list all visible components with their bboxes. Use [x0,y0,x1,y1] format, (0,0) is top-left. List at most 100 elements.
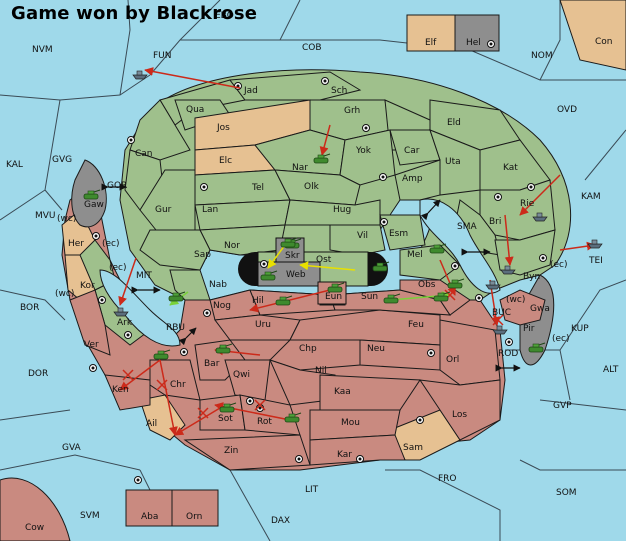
region-label-olk: Olk [304,182,320,192]
region-label-som: SOM [556,488,577,498]
army-unit[interactable] [528,342,546,353]
region-label-gor: GOR [107,181,127,191]
fleet-unit[interactable] [113,307,129,317]
region-label-gvg: GVG [52,155,72,165]
army-unit[interactable] [313,153,331,164]
supply-center-dot [182,350,186,354]
region-label-ovd: OVD [557,105,577,115]
region-label-sam: Sam [403,443,423,453]
region-uta[interactable] [429,129,481,196]
army-unit[interactable] [219,402,237,413]
region-label-bar: Bar [204,359,220,369]
supply-center-dot [262,262,266,266]
supply-center-dot [529,185,533,189]
army-unit[interactable] [215,343,233,354]
army-unit[interactable] [153,349,171,360]
region-hug[interactable] [284,199,381,226]
region-label-ost: Ost [316,255,332,265]
region-label-zin: Zin [224,446,238,456]
supply-centers [89,40,547,484]
region-nor[interactable] [199,224,286,256]
region-yok[interactable] [339,129,396,186]
region-label-sch: Sch [331,86,347,96]
region-label-wc2: (wc) [55,289,74,299]
fleet-unit[interactable] [132,70,148,80]
army-unit[interactable] [280,237,298,248]
region-con[interactable] [559,0,626,71]
region-label-nab: Nab [209,280,227,290]
region-gwa[interactable] [499,289,546,326]
region-orl[interactable] [439,319,501,386]
region-label-fun: FUN [153,51,172,61]
supply-center-dot [126,333,130,337]
army-unit[interactable] [433,291,451,302]
region-sot[interactable] [199,394,246,431]
army-unit[interactable] [260,270,278,281]
region-elf[interactable] [406,14,456,52]
supply-center-dot [129,138,133,142]
region-ver[interactable] [69,289,111,356]
region-label-eld: Eld [447,118,461,128]
army-unit[interactable] [372,261,390,272]
region-label-nor: Nor [224,241,240,251]
army-unit[interactable] [447,278,465,289]
region-label-yok: Yok [355,146,372,156]
region-amp[interactable] [394,159,441,201]
supply-center-dot [94,234,98,238]
supply-center-dot [429,351,433,355]
region-label-lan: Lan [202,205,218,215]
region-label-gvp: GVP [553,401,572,411]
supply-center-dot [541,256,545,260]
region-esm[interactable] [379,214,426,251]
supply-center-dot [91,366,95,370]
region-label-ail: Ail [146,419,157,429]
supply-center-dot [496,195,500,199]
region-label-ebo: EBO [215,11,234,21]
fleet-unit[interactable] [485,280,501,290]
region-label-elc: Elc [219,156,232,166]
region-label-lit: LIT [305,485,319,495]
region-olk[interactable] [274,169,361,206]
region-aba[interactable] [125,489,173,527]
region-label-ark: Ark [117,318,133,328]
region-kar[interactable] [309,434,406,466]
army-unit[interactable] [83,189,101,200]
region-chp[interactable] [269,339,361,371]
region-label-nom: NOM [531,51,553,61]
region-label-jad: Jad [243,86,258,96]
region-label-can: Can [135,149,153,159]
region-tel[interactable] [194,169,291,206]
army-unit[interactable] [383,293,401,304]
region-label-grh: Grh [344,106,360,116]
fleet-unit[interactable] [532,212,548,222]
region-nab[interactable] [169,269,211,301]
army-unit[interactable] [327,282,345,293]
region-label-feu: Feu [408,320,424,330]
army-unit[interactable] [168,291,186,302]
region-orn[interactable] [171,489,219,527]
region-label-ec2: (ec) [550,260,568,270]
fleet-unit[interactable] [492,325,508,335]
region-los[interactable] [418,379,501,441]
army-unit[interactable] [429,243,447,254]
region-label-neu: Neu [367,344,385,354]
region-label-tel: Tel [251,183,264,193]
supply-center-dot [489,42,493,46]
region-label-mvu: MVU [35,211,56,221]
region-label-tei: TEI [588,256,603,266]
supply-center-dot [364,126,368,130]
region-label-orl: Orl [446,355,459,365]
army-unit[interactable] [275,295,293,306]
region-label-hug: Hug [333,205,351,215]
region-label-kup: KUP [571,324,589,334]
army-unit[interactable] [284,412,302,423]
region-label-qua: Qua [186,105,204,115]
region-label-cow: Cow [25,523,44,533]
passage-arrows [101,183,521,372]
fleet-unit[interactable] [587,239,603,249]
fleet-unit[interactable] [500,265,516,275]
region-zin[interactable] [183,434,311,471]
